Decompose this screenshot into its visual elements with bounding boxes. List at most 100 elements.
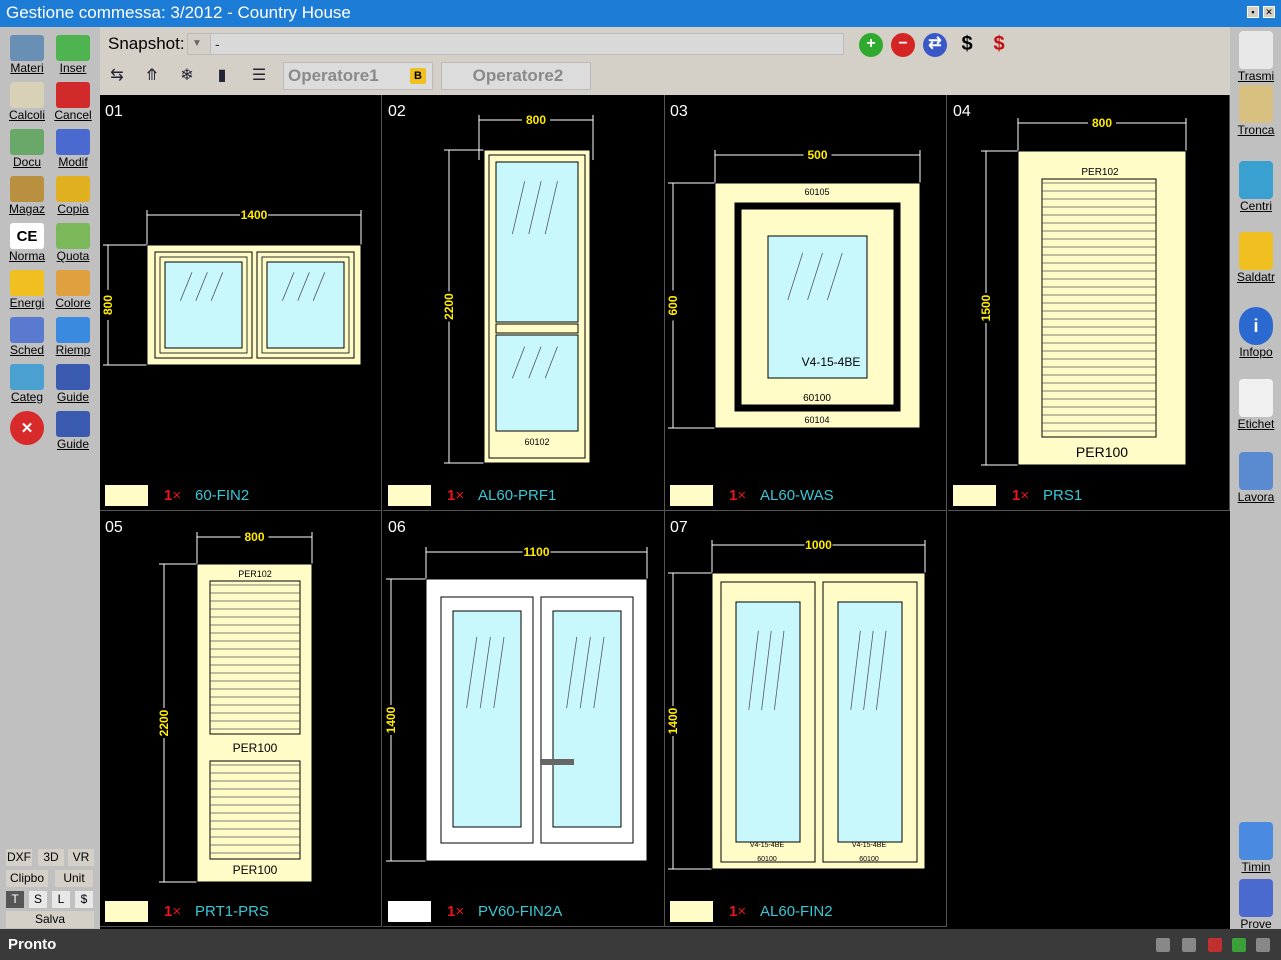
dxf-button[interactable]: DXF <box>6 849 32 866</box>
right-tool-label: Centri <box>1239 199 1272 213</box>
left-tool-materi-button[interactable]: Materi <box>7 33 47 75</box>
color-swatch[interactable] <box>670 901 713 922</box>
right-tool-etichet-button[interactable]: Etichet <box>1232 379 1280 439</box>
status-text: Pronto <box>8 936 57 953</box>
merge-icon[interactable]: ⤊ <box>137 62 167 90</box>
clipbo-button[interactable]: Clipbo <box>6 870 48 887</box>
right-tool-tronca-button[interactable]: Tronca <box>1232 85 1280 145</box>
s-button[interactable]: S <box>29 891 47 908</box>
item-code: 60-FIN2 <box>195 487 250 504</box>
left-tool-magaz-button[interactable]: Magaz <box>7 174 47 216</box>
dimension-bg <box>1088 116 1116 129</box>
dimension-icon <box>56 223 90 249</box>
quantity-value: 1 <box>729 487 738 504</box>
left-tool-modif-button[interactable]: Modif <box>53 127 93 169</box>
right-tool-trasmi-button[interactable]: Trasmi <box>1232 31 1280 91</box>
vr-button[interactable]: VR <box>68 849 94 866</box>
left-tool-quota-button[interactable]: Quota <box>53 221 93 263</box>
left-tool-energi-button[interactable]: Energi <box>7 268 47 310</box>
color-swatch[interactable] <box>388 901 431 922</box>
left-tool-guide-button[interactable]: Guide <box>53 362 93 404</box>
color-swatch[interactable] <box>105 485 148 506</box>
dollar-icon[interactable]: $ <box>961 33 973 55</box>
item-number: 03 <box>670 103 688 120</box>
operator2-button[interactable]: Operatore2 <box>441 62 591 90</box>
right-tool-saldatr-button[interactable]: Saldatr <box>1232 232 1280 292</box>
add-icon[interactable]: + <box>859 33 883 57</box>
left-tool-categ-button[interactable]: Categ <box>7 362 47 404</box>
glass-reflection <box>512 346 526 379</box>
salva-button[interactable]: Salva <box>6 911 94 928</box>
swap-arrows-icon[interactable]: ⇆ <box>102 62 132 90</box>
t-button[interactable]: T <box>6 891 24 908</box>
snow-icon[interactable]: ❄ <box>172 62 202 90</box>
right-tool-label: Timin <box>1241 860 1271 874</box>
left-tool-sched-button[interactable]: Sched <box>7 315 47 357</box>
list-icon[interactable]: ☰ <box>244 62 274 90</box>
window-title: Gestione commessa: 3/2012 - Country Hous… <box>6 3 351 22</box>
left-tool-cancel-button[interactable]: Cancel <box>53 80 93 122</box>
right-tool-timin-button[interactable]: Timin <box>1232 822 1280 882</box>
handle <box>540 759 574 765</box>
color-swatch[interactable] <box>953 485 996 506</box>
l-button[interactable]: L <box>52 891 70 908</box>
machining-icon <box>1239 452 1273 490</box>
calculator-icon <box>10 82 44 108</box>
left-tool-colore-button[interactable]: Colore <box>53 268 93 310</box>
close-window-button[interactable]: ✕ <box>1263 6 1275 18</box>
left-tool-inser-button[interactable]: Inser <box>53 33 93 75</box>
lower-louvre-panel <box>209 760 301 860</box>
color-swatch[interactable] <box>670 485 713 506</box>
left-tool-label: Magaz <box>8 202 46 216</box>
minimize-button[interactable]: ▪ <box>1247 6 1259 18</box>
left-tool-label: Inser <box>59 61 87 75</box>
operator1-button[interactable]: Operatore1 B <box>283 62 433 90</box>
dimension-bg <box>803 148 832 161</box>
document-icon <box>10 129 44 155</box>
glass-reflection <box>466 636 478 709</box>
left-tool-docu-button[interactable]: Docu <box>7 127 47 169</box>
louvre-panel <box>1041 178 1157 438</box>
right-tool-lavora-button[interactable]: Lavora <box>1232 452 1280 512</box>
threed-button[interactable]: 3D <box>38 849 64 866</box>
dollar-off-icon[interactable]: $ <box>993 33 1005 55</box>
right-tool-centri-button[interactable]: Centri <box>1232 161 1280 221</box>
swap-icon[interactable]: ⇄ <box>923 33 947 57</box>
item-number: 05 <box>105 519 123 536</box>
color-swatch[interactable] <box>388 485 431 506</box>
left-tool-guide-button[interactable]: Guide <box>53 409 93 451</box>
bars-icon[interactable]: ▮ <box>207 62 237 90</box>
left-tool-close-button[interactable]: ✕ <box>7 409 47 451</box>
left-tool-copia-button[interactable]: Copia <box>53 174 93 216</box>
glass-reflection <box>863 630 874 711</box>
left-tool-riemp-button[interactable]: Riemp <box>53 315 93 357</box>
right-tool-prove-button[interactable]: Prove <box>1232 879 1280 939</box>
glass-reflection <box>512 181 526 235</box>
unit-button[interactable]: Unit <box>55 870 93 887</box>
remove-icon[interactable]: − <box>891 33 915 57</box>
glass-pane <box>495 161 579 323</box>
dollar-button[interactable]: $ <box>75 891 93 908</box>
dimension-bg <box>666 290 680 321</box>
sill-profile-label: 60104 <box>804 415 829 425</box>
printer-status-icon <box>1182 938 1196 952</box>
dimension-bg <box>522 113 550 126</box>
left-tool-calcoli-button[interactable]: Calcoli <box>7 80 47 122</box>
color-swatch[interactable] <box>105 901 148 922</box>
right-tool-label: Etichet <box>1237 417 1275 431</box>
quantity-mark: × <box>1020 487 1030 504</box>
left-tool-label: Copia <box>57 202 89 216</box>
snapshot-input[interactable]: - <box>210 33 844 55</box>
